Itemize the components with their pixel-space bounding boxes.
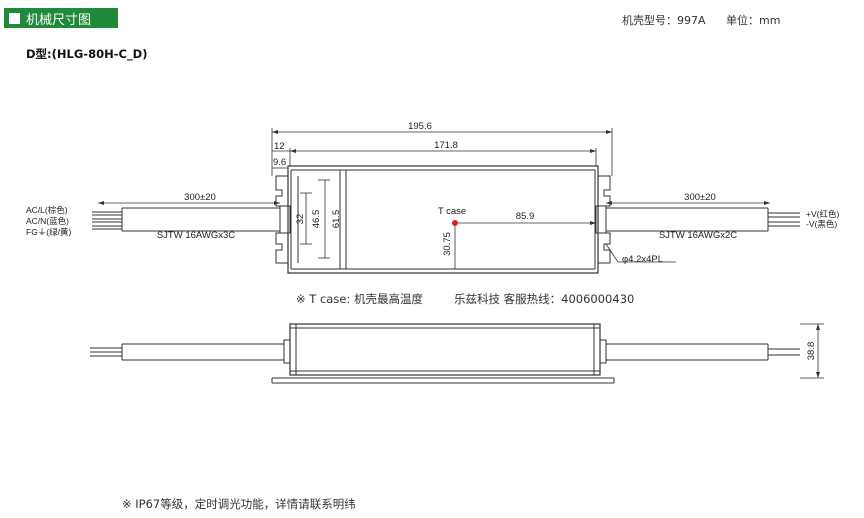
left-cable-label: SJTW 16AWGx3C [157, 230, 235, 241]
unit-info: 单位：mm [726, 12, 780, 28]
dim-overall-length: 195.6 [408, 121, 432, 132]
wire-label-vplus: +V(红色) [806, 209, 839, 219]
dim-flange-offset: 12 [274, 141, 285, 152]
wire-label-acn: AC/N(蓝色) [26, 216, 69, 226]
dim-body-length: 171.8 [434, 140, 458, 151]
dim-cable-right: 300±20 [684, 192, 716, 203]
tcase-label: T case [438, 206, 466, 217]
wire-label-fg: FG⏚(绿/黄) [26, 227, 71, 237]
side-view-body [90, 323, 824, 384]
square-icon [9, 12, 20, 24]
section-title: 机械尺寸图 [26, 12, 92, 28]
unit-value: mm [759, 14, 781, 27]
contact-note: 乐兹科技 客服热线：4006000430 [454, 292, 635, 306]
dim-width-32: 32 [295, 214, 306, 225]
wire-label-acl: AC/L(棕色) [26, 205, 68, 215]
dim-tcase-y: 30.75 [442, 232, 453, 256]
dim-side-height: 38.8 [806, 342, 817, 361]
case-model-value: 997A [677, 14, 706, 27]
dim-tcase-x: 85.9 [516, 211, 535, 222]
wire-label-vminus: -V(黑色) [806, 219, 837, 229]
dim-flange-width: 9.6 [273, 157, 286, 168]
footer-note: ※ IP67等级，定时调光功能，详情请联系明纬 [122, 497, 356, 511]
case-model-label: 机壳型号： [622, 14, 677, 27]
dim-hole: φ4.2x4PL [622, 254, 663, 265]
dim-cable-left: 300±20 [184, 192, 216, 203]
model-label: D型:(HLG-80H-C_D) [26, 47, 148, 61]
right-cable-label: SJTW 16AWGx2C [659, 230, 737, 241]
top-view-body [275, 165, 611, 274]
tcase-note: ※ T case: 机壳最高温度 [296, 292, 423, 306]
section-header: 机械尺寸图 [4, 8, 118, 28]
right-cable [606, 207, 800, 232]
tcase-marker [452, 220, 458, 226]
dim-width-61: 61.5 [331, 210, 342, 229]
dim-width-46: 46.5 [311, 210, 322, 229]
left-cable [92, 207, 280, 232]
unit-label: 单位： [726, 14, 759, 27]
case-model: 机壳型号：997A [622, 12, 706, 28]
